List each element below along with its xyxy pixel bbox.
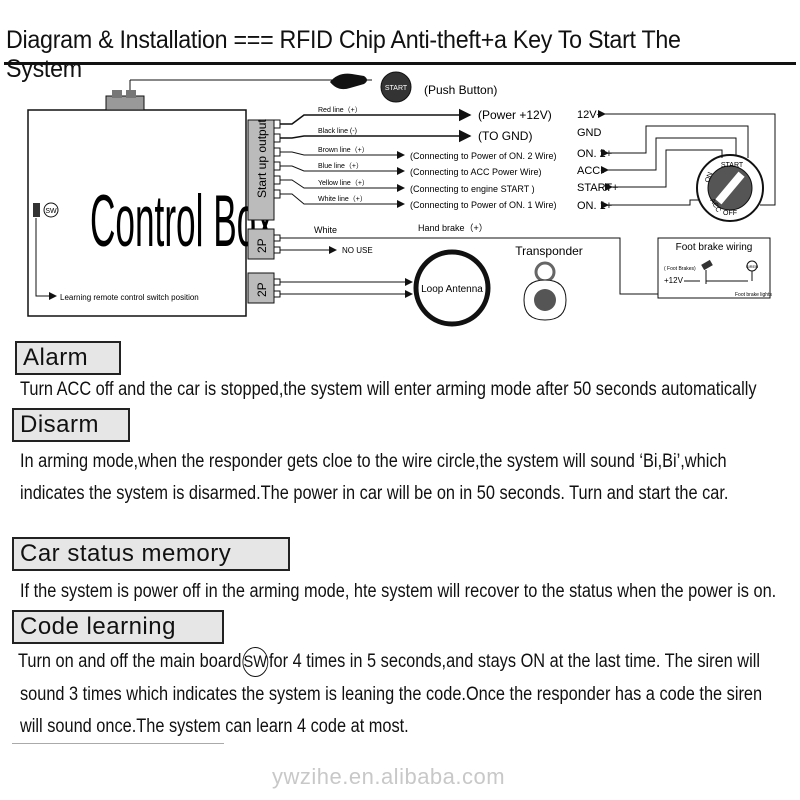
control-box-label: Control Box bbox=[90, 181, 274, 263]
push-button-label: START bbox=[385, 85, 408, 92]
wire-label: Blue line（+） bbox=[318, 162, 363, 170]
wire-destination: (Connecting to engine START ) bbox=[410, 184, 535, 194]
output-pin bbox=[273, 175, 281, 185]
title-divider bbox=[4, 62, 796, 65]
code-learning-text-line-3: will sound once.The system can learn 4 c… bbox=[20, 716, 409, 737]
svg-text:2P: 2P bbox=[255, 282, 269, 297]
transponder-ring-icon bbox=[534, 261, 556, 283]
brake-pedal-icon bbox=[701, 259, 713, 271]
wire-destination: (TO GND) bbox=[478, 129, 532, 143]
wire-label: Brown line（+） bbox=[318, 146, 369, 154]
wire-line bbox=[280, 193, 405, 208]
section-header-alarm: Alarm bbox=[15, 341, 121, 375]
ignition-wire bbox=[622, 137, 737, 171]
output-pin bbox=[273, 189, 281, 199]
page-title: Diagram & Installation === RFID Chip Ant… bbox=[6, 26, 681, 83]
disarm-text-line-2: indicates the system is disarmed.The pow… bbox=[20, 483, 729, 504]
sw-switch bbox=[43, 202, 59, 218]
terminal-label: START+ bbox=[577, 182, 618, 194]
code-learning-text-line-2: sound 3 times which indicates the system… bbox=[20, 684, 763, 705]
output-pin bbox=[273, 133, 281, 143]
section-header-car-status-memory: Car status memory bbox=[12, 537, 290, 571]
foot-brake-title: Foot brake wiring bbox=[676, 242, 753, 253]
watermark: ywzihe.en.alibaba.com bbox=[272, 764, 506, 789]
wire-lines: Red line（+） (Power +12V) 12V+ Black line (-… bbox=[280, 106, 622, 212]
svg-text:OFF: OFF bbox=[723, 210, 737, 217]
white-label: White bbox=[314, 225, 337, 235]
connector-2p-a bbox=[247, 228, 275, 260]
ignition-wire bbox=[622, 199, 700, 206]
svg-text:( Foot Brakes): ( Foot Brakes) bbox=[664, 266, 696, 272]
wire-line bbox=[280, 108, 472, 125]
control-box bbox=[27, 109, 247, 317]
hand-pointer-icon bbox=[330, 73, 367, 90]
inline-sw-icon: SW bbox=[242, 646, 269, 677]
svg-text:SIREN: SIREN bbox=[746, 264, 758, 269]
wire-line bbox=[280, 179, 405, 192]
ignition-wire bbox=[622, 113, 776, 206]
svg-text:2P: 2P bbox=[255, 238, 269, 253]
push-button-caption: (Push Button) bbox=[424, 83, 497, 97]
transponder-label: Transponder bbox=[515, 244, 583, 258]
svg-text:ON: ON bbox=[704, 171, 714, 183]
wire-line bbox=[280, 151, 405, 159]
output-pin bbox=[273, 147, 281, 157]
output-pin bbox=[273, 161, 281, 171]
car-status-memory-text: If the system is power off in the arming… bbox=[20, 581, 777, 602]
sw-switch-label: SW bbox=[45, 208, 57, 215]
start-up-output-label: Start up output bbox=[255, 119, 269, 198]
wire-line bbox=[280, 165, 405, 175]
wire-label: Red line（+） bbox=[318, 106, 362, 114]
terminal-label: GND bbox=[577, 127, 602, 139]
terminal-label: ACC+ bbox=[577, 165, 607, 177]
wire-label: Yellow line（+） bbox=[318, 179, 369, 187]
ignition-wire bbox=[622, 125, 749, 158]
wire-destination: (Connecting to ACC Power Wire) bbox=[410, 167, 542, 177]
section-header-disarm: Disarm bbox=[12, 408, 130, 442]
top-connector bbox=[105, 95, 145, 111]
wire-line bbox=[280, 129, 472, 143]
no-use-label: NO USE bbox=[342, 246, 373, 255]
svg-text:+12V: +12V bbox=[664, 276, 684, 285]
push-button bbox=[380, 71, 412, 103]
loop-antenna bbox=[413, 249, 491, 327]
ignition-wire bbox=[622, 149, 723, 188]
section-header-code-learning: Code learning bbox=[12, 610, 224, 644]
alarm-text: Turn ACC off and the car is stopped,the … bbox=[20, 379, 757, 400]
wire-label: White line（+） bbox=[318, 195, 367, 203]
svg-text:START: START bbox=[721, 162, 744, 169]
learning-label: Learning remote control switch position bbox=[60, 293, 199, 302]
wire-label: Black line (-) bbox=[318, 128, 357, 135]
wire-destination: (Connecting to Power of ON. 1 Wire) bbox=[410, 200, 557, 210]
wire-destination: (Connecting to Power of ON. 2 Wire) bbox=[410, 151, 557, 161]
loop-antenna-label: Loop Antenna bbox=[421, 284, 483, 295]
connector-2p-b bbox=[247, 272, 275, 304]
hand-brake-label: Hand brake（+） bbox=[418, 223, 488, 233]
terminal-label: ON. 2+ bbox=[577, 148, 612, 160]
output-pins bbox=[273, 119, 281, 199]
wire-destination: (Power +12V) bbox=[478, 108, 552, 122]
output-pin bbox=[273, 119, 281, 129]
wiring-diagram: START (Push Button) Control Box SW Learn… bbox=[27, 71, 776, 327]
bottom-divider bbox=[12, 743, 224, 744]
svg-text:Foot brake lights: Foot brake lights bbox=[735, 292, 772, 298]
disarm-text-line-1: In arming mode,when the responder gets c… bbox=[20, 451, 727, 472]
ignition-wires bbox=[622, 113, 776, 206]
terminal-label: 12V+ bbox=[577, 109, 603, 121]
terminal-label: ON. 1+ bbox=[577, 200, 612, 212]
